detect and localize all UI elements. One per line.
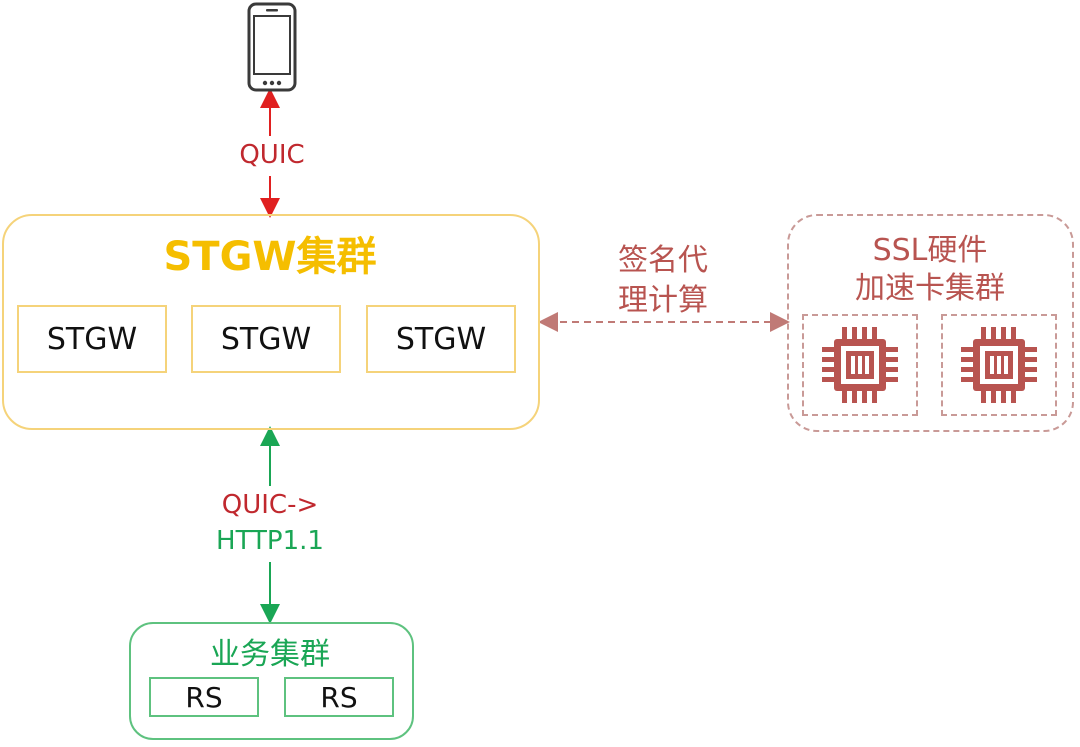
signature-label-line2: 理计算 xyxy=(618,283,708,318)
stgw-node: STGW xyxy=(17,305,167,373)
ssl-cluster-title-line2: 加速卡集群 xyxy=(855,271,1005,306)
chip-icon xyxy=(961,327,1037,403)
accelerator-card xyxy=(941,314,1057,416)
stgw-node: STGW xyxy=(366,305,516,373)
chip-icon xyxy=(822,327,898,403)
business-cluster xyxy=(129,622,414,740)
rs-node: RS xyxy=(149,677,259,717)
signature-label-line1: 签名代 xyxy=(618,243,708,278)
protocol-label-bottom-line2: HTTP1.1 xyxy=(216,526,324,556)
phone-icon xyxy=(247,2,297,92)
accelerator-card xyxy=(802,314,918,416)
business-cluster-title: 业务集群 xyxy=(210,637,330,672)
stgw-node: STGW xyxy=(191,305,341,373)
ssl-cluster-title-line1: SSL硬件 xyxy=(872,233,988,268)
protocol-label-bottom-line1: QUIC-> xyxy=(221,490,319,520)
stgw-cluster xyxy=(2,214,540,430)
rs-node: RS xyxy=(284,677,394,717)
ssl-accelerator-cluster xyxy=(787,214,1074,432)
stgw-cluster-title: STGW集群 xyxy=(163,234,377,280)
protocol-label-top: QUIC xyxy=(239,140,305,170)
